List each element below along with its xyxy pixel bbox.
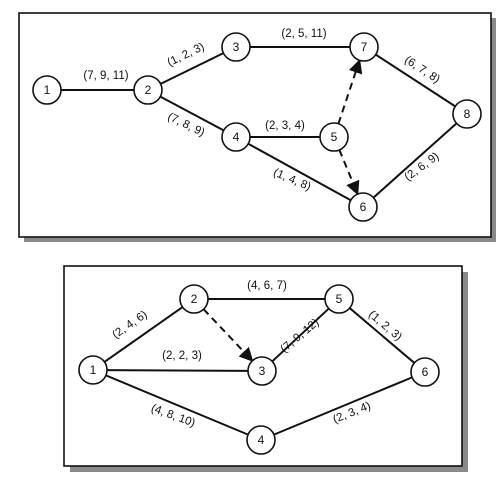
node-7: 7 [349,32,379,62]
edge-5-6 [349,307,415,364]
network-1-frame [18,12,496,242]
node-label: 6 [360,200,367,214]
edge-label-4-5: (2, 3, 4) [265,120,305,132]
node-5: 5 [324,284,354,314]
edge-2-3 [160,52,224,85]
node-4: 4 [246,425,276,455]
node-label: 2 [191,292,198,306]
node-label: 3 [233,40,240,54]
node-label: 8 [464,107,471,121]
edge-3-5 [271,307,330,363]
edge-5-6-dummy-arrow [338,149,360,196]
node-6: 6 [348,192,378,222]
node-3: 3 [247,356,277,386]
edge-label-3-7: (2, 5, 11) [281,28,326,40]
node-label: 6 [422,365,429,379]
node-8: 8 [452,99,482,129]
node-label: 4 [233,130,240,144]
edge-1-4 [105,374,249,436]
node-label: 5 [331,130,338,144]
node-label: 3 [259,364,266,378]
node-label: 7 [361,40,368,54]
node-1: 1 [32,75,62,105]
node-label: 4 [258,433,265,447]
edge-1-2 [103,306,184,363]
node-1: 1 [78,355,108,385]
node-3: 3 [221,32,251,62]
node-label: 2 [145,83,152,97]
edge-1-3 [106,369,249,372]
edge-2-4 [159,95,225,132]
node-4: 4 [221,122,251,152]
node-label: 5 [336,292,343,306]
edge-6-8 [372,122,458,199]
edge-label-2-5: (4, 6, 7) [247,280,287,292]
edge-4-6 [247,142,352,202]
edge-label-1-2: (7, 9, 11) [83,70,128,82]
node-2: 2 [179,284,209,314]
edge-7-8 [375,53,456,108]
node-label: 1 [90,363,97,377]
edge-4-6 [273,376,413,436]
node-5: 5 [319,122,349,152]
node-2: 2 [133,75,163,105]
node-6: 6 [410,357,440,387]
edge-label-1-3: (2, 2, 3) [162,350,202,362]
node-label: 1 [44,83,51,97]
